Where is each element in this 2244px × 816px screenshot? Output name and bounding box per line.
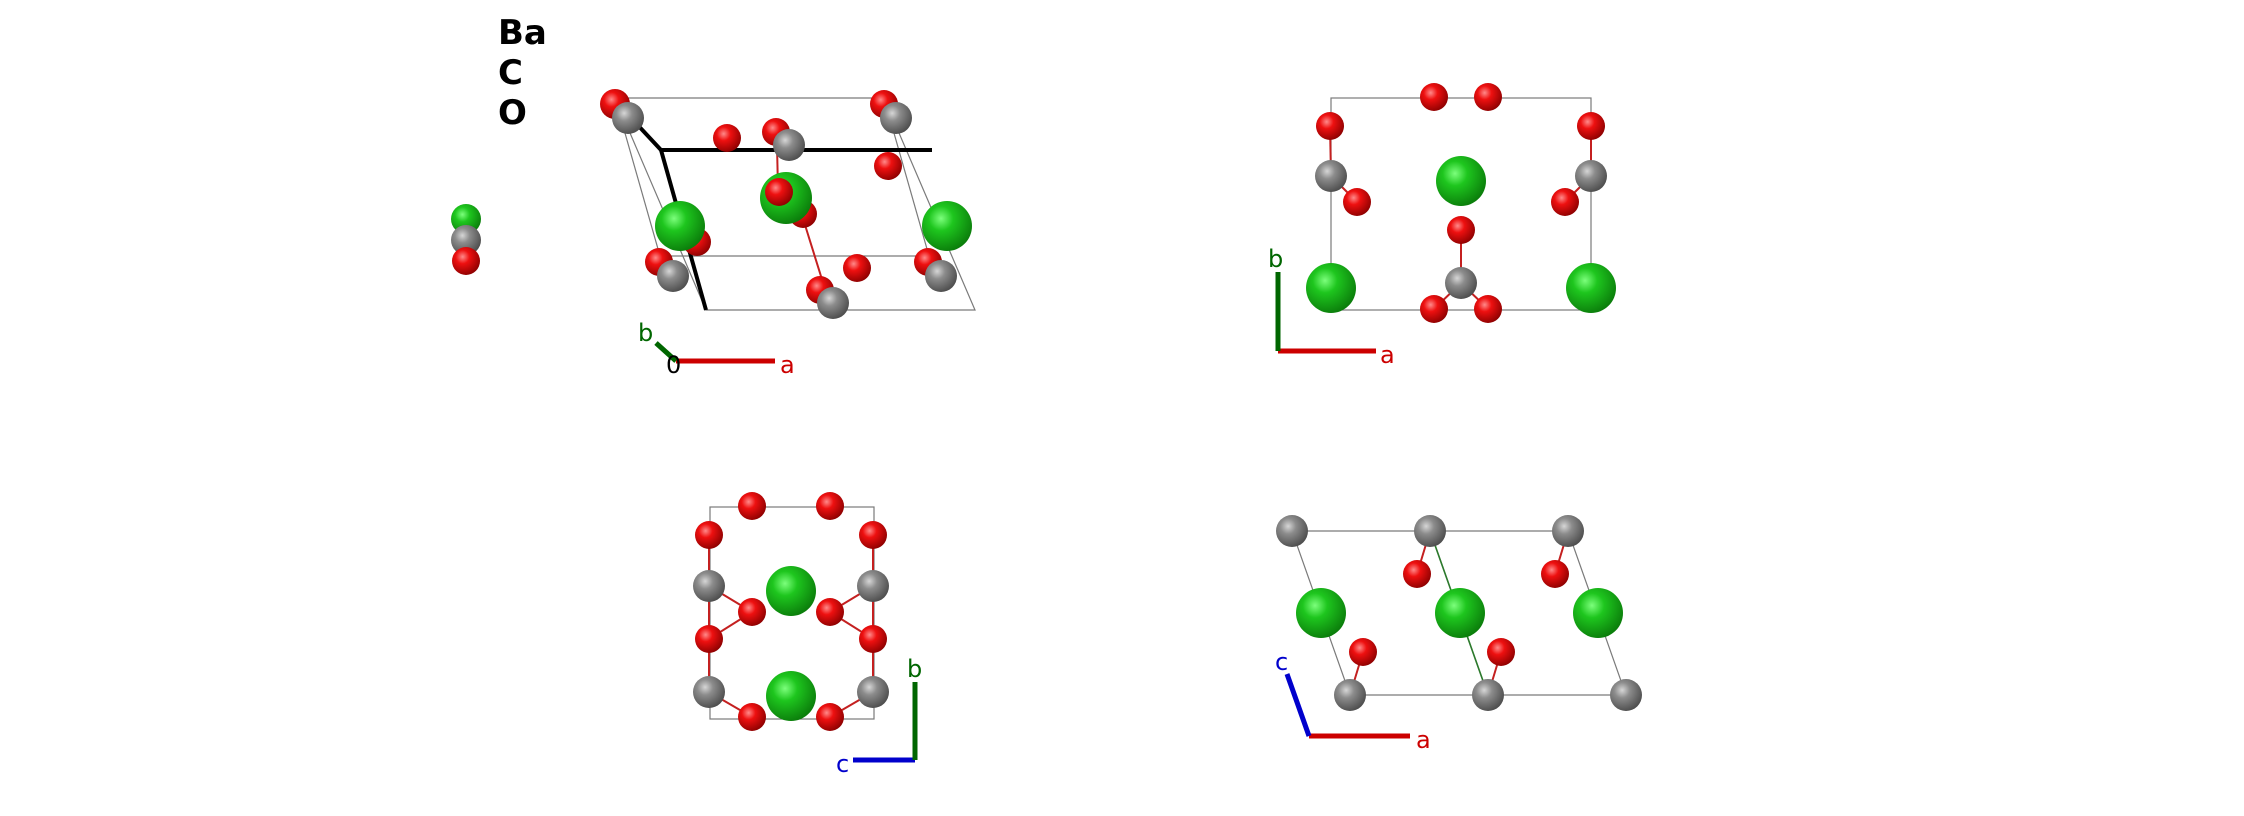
atom-c <box>1472 679 1504 711</box>
atom-o <box>1487 638 1515 666</box>
atom-c <box>1575 160 1607 192</box>
perspective-axes: a b 0 <box>638 319 795 379</box>
atom-o <box>859 521 887 549</box>
atom-o <box>1420 83 1448 111</box>
legend: Ba C O <box>451 13 547 275</box>
atom-o <box>816 598 844 626</box>
view-cb: c b <box>693 492 922 778</box>
atom-o <box>713 124 741 152</box>
atom-c <box>880 102 912 134</box>
axis-label-a: a <box>1380 341 1395 369</box>
atom-c <box>657 260 689 292</box>
view-cb-axes: c b <box>836 655 922 778</box>
axis-label-c: c <box>1275 648 1288 676</box>
atom-c <box>693 676 725 708</box>
atom-o <box>1447 216 1475 244</box>
atom-o <box>1403 560 1431 588</box>
atom-o <box>859 625 887 653</box>
atom-o <box>1551 188 1579 216</box>
atom-o <box>1577 112 1605 140</box>
atom-c <box>857 676 889 708</box>
axis-label-c: c <box>836 750 849 778</box>
axis-label-b: b <box>1268 245 1283 273</box>
atom-o <box>765 178 793 206</box>
atom-ba <box>1435 588 1485 638</box>
atom-c <box>1315 160 1347 192</box>
atom-o <box>874 152 902 180</box>
atom-c <box>1445 267 1477 299</box>
atom-c <box>693 570 725 602</box>
legend-c-sphere <box>451 225 481 255</box>
atom-o <box>738 703 766 731</box>
atom-o <box>1541 560 1569 588</box>
legend-ba-sphere <box>451 204 481 234</box>
axis-label-b: b <box>638 319 653 347</box>
atom-c <box>773 129 805 161</box>
atom-o <box>738 492 766 520</box>
atom-ba <box>1566 263 1616 313</box>
atom-o <box>695 625 723 653</box>
atom-ba <box>922 201 972 251</box>
view-ab: a b <box>1268 83 1616 369</box>
atom-o <box>816 492 844 520</box>
atom-o <box>1474 83 1502 111</box>
atom-o <box>816 703 844 731</box>
legend-label-ba: Ba <box>498 13 547 53</box>
atom-ba <box>766 671 816 721</box>
atom-o <box>738 598 766 626</box>
atom-c <box>817 287 849 319</box>
atom-c <box>1334 679 1366 711</box>
atom-ba <box>766 566 816 616</box>
atom-o <box>1420 295 1448 323</box>
axis-label-b: b <box>907 655 922 683</box>
view-ca-axes: a c <box>1275 648 1431 754</box>
view-ab-axes: a b <box>1268 245 1395 369</box>
atom-ba <box>1306 263 1356 313</box>
legend-label-c: C <box>498 53 523 93</box>
atom-o <box>1474 295 1502 323</box>
atom-o <box>843 254 871 282</box>
atom-ba <box>655 201 705 251</box>
legend-o-sphere <box>452 247 480 275</box>
atom-c <box>925 260 957 292</box>
perspective-view: a b 0 <box>600 89 976 379</box>
atom-ba <box>1296 588 1346 638</box>
atom-o <box>695 521 723 549</box>
atom-o <box>1343 188 1371 216</box>
atom-o <box>1349 638 1377 666</box>
view-ca: a c <box>1275 515 1642 754</box>
atom-c <box>857 570 889 602</box>
atom-ba <box>1573 588 1623 638</box>
legend-label-o: O <box>498 93 527 133</box>
atom-c <box>1414 515 1446 547</box>
atom-c <box>1552 515 1584 547</box>
axis-label-a: a <box>1416 726 1431 754</box>
atom-c <box>612 102 644 134</box>
axis-origin-label: 0 <box>666 351 681 379</box>
atom-o <box>1316 112 1344 140</box>
atom-c <box>1276 515 1308 547</box>
atom-c <box>1610 679 1642 711</box>
axis-label-a: a <box>780 351 795 379</box>
atom-ba <box>1436 156 1486 206</box>
